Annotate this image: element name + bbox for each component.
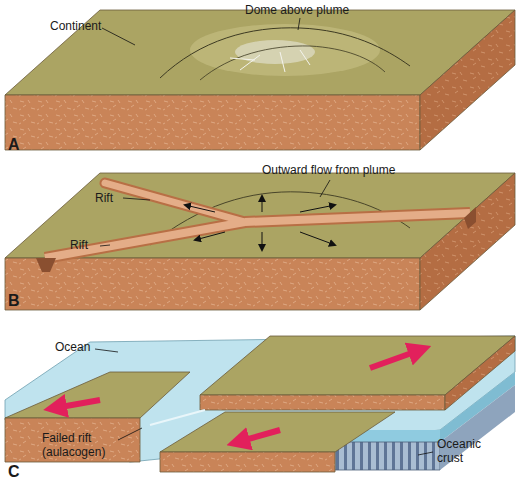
callout-label: Failed rift (aulacogen)	[42, 432, 120, 460]
panel-a-block	[5, 10, 515, 150]
callout-label: Dome above plume	[245, 4, 349, 18]
callout-label: Oceanic crust	[437, 438, 499, 466]
callout-label: Rift	[70, 239, 88, 253]
callout-label: Outward flow from plume	[262, 164, 395, 178]
panel-c-block	[5, 336, 515, 472]
panel-b-block	[5, 173, 515, 310]
panel-letter: A	[8, 136, 20, 154]
panel-letter: C	[8, 463, 20, 481]
panel-letter: B	[8, 292, 20, 310]
callout-label: Rift	[95, 192, 113, 206]
callout-label: Ocean	[55, 341, 90, 355]
callout-label: Continent	[50, 20, 101, 34]
